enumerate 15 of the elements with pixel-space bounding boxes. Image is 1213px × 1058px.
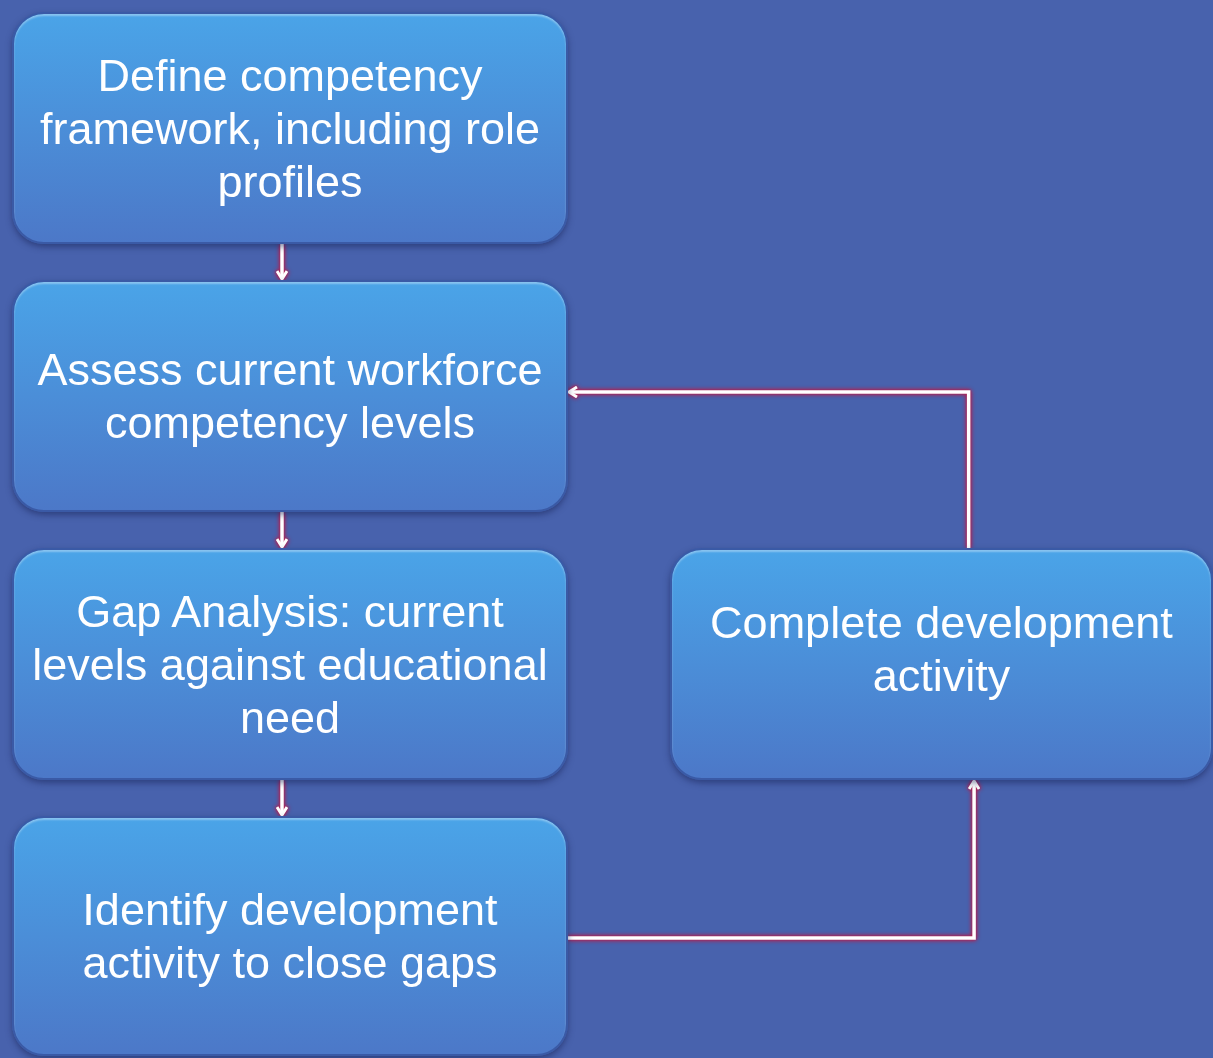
- arrow: [568, 779, 981, 940]
- step-text: Complete development activity: [709, 596, 1174, 702]
- step-text: Identify development activity to close gaps: [81, 883, 499, 989]
- process-box: [12, 12, 568, 244]
- process-box: [670, 548, 1213, 780]
- step-text: Assess current workforce competency levels: [36, 343, 544, 449]
- process-box: [12, 816, 568, 1056]
- arrow: [567, 385, 971, 548]
- step-text: Define competency framework, including role profiles: [38, 48, 542, 208]
- arrow: [275, 512, 289, 549]
- process-box: [12, 280, 568, 512]
- arrow: [275, 780, 289, 817]
- arrow: [275, 244, 289, 281]
- step-text: Gap Analysis: current levels against educational need: [32, 584, 548, 744]
- process-box: [12, 548, 568, 780]
